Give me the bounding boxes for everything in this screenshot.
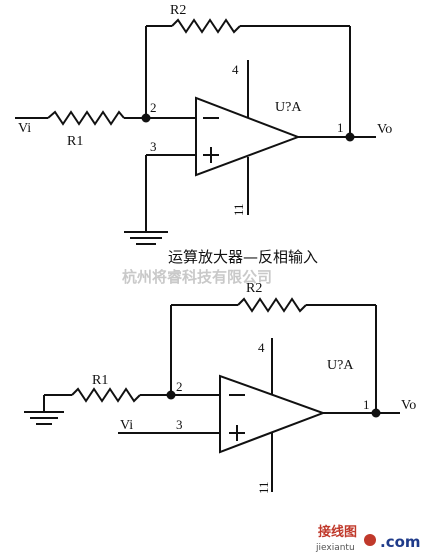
resistor-r1-symbol	[47, 110, 125, 126]
pin-11-label: 11	[231, 203, 246, 216]
opamp-label: U?A	[275, 100, 302, 115]
r1-label-2: R1	[92, 373, 108, 388]
output-label: Vo	[377, 122, 392, 137]
diagram-caption: 运算放大器—反相输入	[168, 248, 318, 266]
output-junction-node	[345, 132, 355, 142]
logo-dot-icon	[364, 534, 376, 546]
inverting-amplifier-circuit: Vi R1 R2 U?A Vo 2 3 1 4 11	[15, 3, 392, 245]
pin-2-label-2: 2	[176, 379, 183, 394]
logo-pinyin-text: jiexiantu	[315, 543, 355, 553]
resistor-r2-symbol-2	[237, 297, 307, 313]
noninverting-amplifier-circuit: Vi R1 R2 U?A Vo 2 3 1 4 11	[24, 281, 416, 494]
r1-label: R1	[67, 134, 83, 149]
r2-label-2: R2	[246, 281, 262, 296]
input-label-2: Vi	[120, 418, 133, 433]
logo-chinese-text: 接线图	[318, 524, 357, 540]
opamp-label-2: U?A	[327, 358, 354, 373]
left-ground-symbol	[24, 411, 64, 425]
r2-label: R2	[170, 3, 186, 18]
input-label: Vi	[18, 121, 31, 136]
pin-4-label: 4	[232, 62, 239, 77]
company-watermark: 杭州将睿科技有限公司	[122, 268, 272, 286]
pin-1-label-2: 1	[363, 397, 370, 412]
pin-3-label: 3	[150, 139, 157, 154]
resistor-r2-symbol	[171, 18, 241, 34]
resistor-r1-symbol-2	[71, 387, 141, 403]
ground-symbol	[124, 231, 168, 245]
logo-com-text: .com	[380, 533, 421, 551]
pin-2-label: 2	[150, 100, 157, 115]
pin-3-label-2: 3	[176, 417, 183, 432]
pin-4-label-2: 4	[258, 340, 265, 355]
site-logo-watermark: 接线图 jiexiantu .com	[315, 524, 421, 553]
pin-1-label: 1	[337, 120, 344, 135]
output-junction-node-2	[371, 408, 381, 418]
pin-11-label-2: 11	[256, 481, 271, 494]
output-label-2: Vo	[401, 398, 416, 413]
